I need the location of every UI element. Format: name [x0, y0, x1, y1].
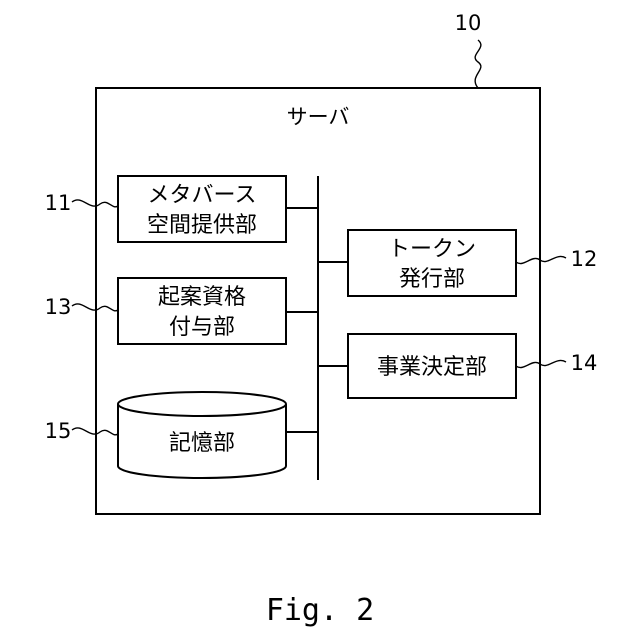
metaverse-label-1: メタバース: [148, 183, 257, 208]
server-label: サーバ: [287, 105, 350, 129]
storage-label: 記憶部: [169, 431, 235, 456]
ref-12: 12: [571, 247, 598, 271]
ref-14: 14: [571, 351, 598, 375]
ref-13: 13: [45, 295, 72, 319]
business-label: 事業決定部: [377, 355, 487, 380]
metaverse-label-2: 空間提供部: [147, 213, 257, 238]
ref-15: 15: [45, 419, 72, 443]
figure-caption: Fig. 2: [266, 593, 374, 628]
storage-cylinder-top: [118, 392, 286, 416]
proposal-label-1: 起案資格: [158, 285, 246, 310]
ref-10: 10: [455, 11, 482, 35]
token-label-2: 発行部: [399, 267, 465, 292]
leader-10: [475, 40, 481, 88]
token-label-1: トークン: [388, 237, 476, 262]
proposal-label-2: 付与部: [169, 315, 235, 340]
ref-11: 11: [45, 191, 72, 215]
